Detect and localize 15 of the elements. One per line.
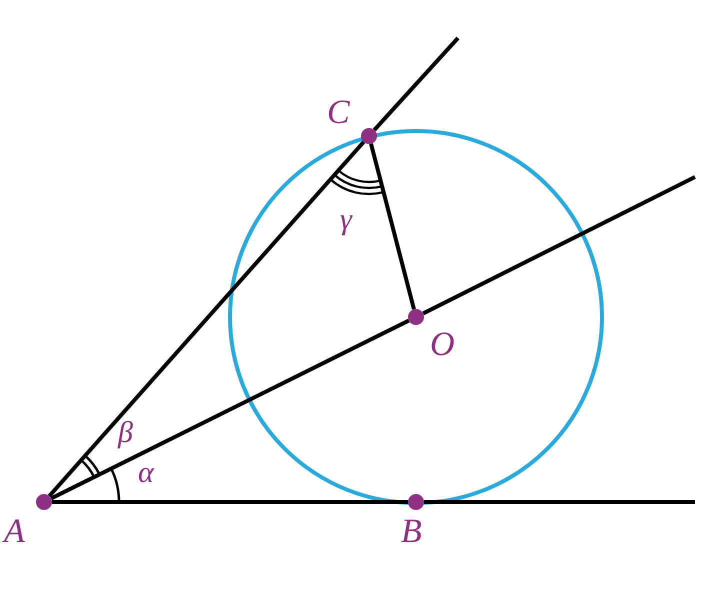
line-segment: [50, 318, 410, 500]
line-segment: [52, 500, 408, 504]
point-label: B: [401, 515, 422, 549]
point-label: O: [430, 328, 455, 362]
angle-label: β: [118, 418, 133, 448]
point-dot: [408, 494, 424, 510]
point-dot: [36, 494, 52, 510]
line-segment: [369, 143, 416, 310]
angle-label: γ: [340, 205, 352, 235]
point-dot: [361, 128, 377, 144]
point-label: C: [327, 96, 350, 130]
line-segment: [48, 140, 366, 498]
point-dot: [408, 309, 424, 325]
angle-label: α: [138, 458, 154, 488]
point-label: A: [4, 515, 25, 549]
